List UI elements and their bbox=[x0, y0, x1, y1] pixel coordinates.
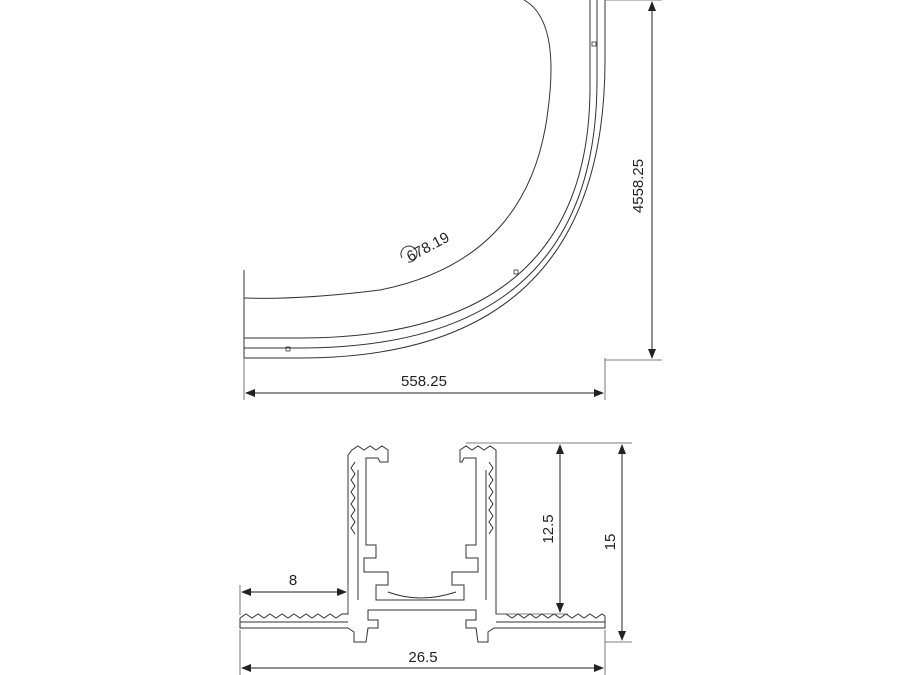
section-outline bbox=[239, 445, 606, 643]
profile-mark bbox=[285, 346, 291, 352]
radius-label: 678.19 bbox=[404, 229, 453, 266]
width-label: 558.25 bbox=[401, 373, 447, 390]
profile-line-3 bbox=[244, 0, 591, 339]
height-label: 4558.25 bbox=[630, 159, 647, 213]
inner-height-label: 12.5 bbox=[540, 514, 557, 543]
profile-mark bbox=[513, 269, 519, 275]
top-view: 678.19 4558.25 558.25 bbox=[243, 0, 662, 400]
flange-label: 8 bbox=[289, 572, 297, 589]
right-stem-serration bbox=[488, 461, 494, 535]
outer-edge-line bbox=[244, 0, 606, 359]
profile-mark bbox=[591, 41, 597, 47]
channel-floor bbox=[387, 591, 457, 599]
inner-edge-line bbox=[243, 0, 552, 299]
radius-symbol-icon bbox=[400, 245, 418, 263]
section-view: 8 12.5 15 26.5 bbox=[239, 442, 632, 675]
total-width-label: 26.5 bbox=[408, 649, 437, 666]
profile-line-2 bbox=[244, 0, 598, 349]
left-stem-serration bbox=[350, 461, 356, 535]
total-height-label: 15 bbox=[602, 534, 619, 551]
